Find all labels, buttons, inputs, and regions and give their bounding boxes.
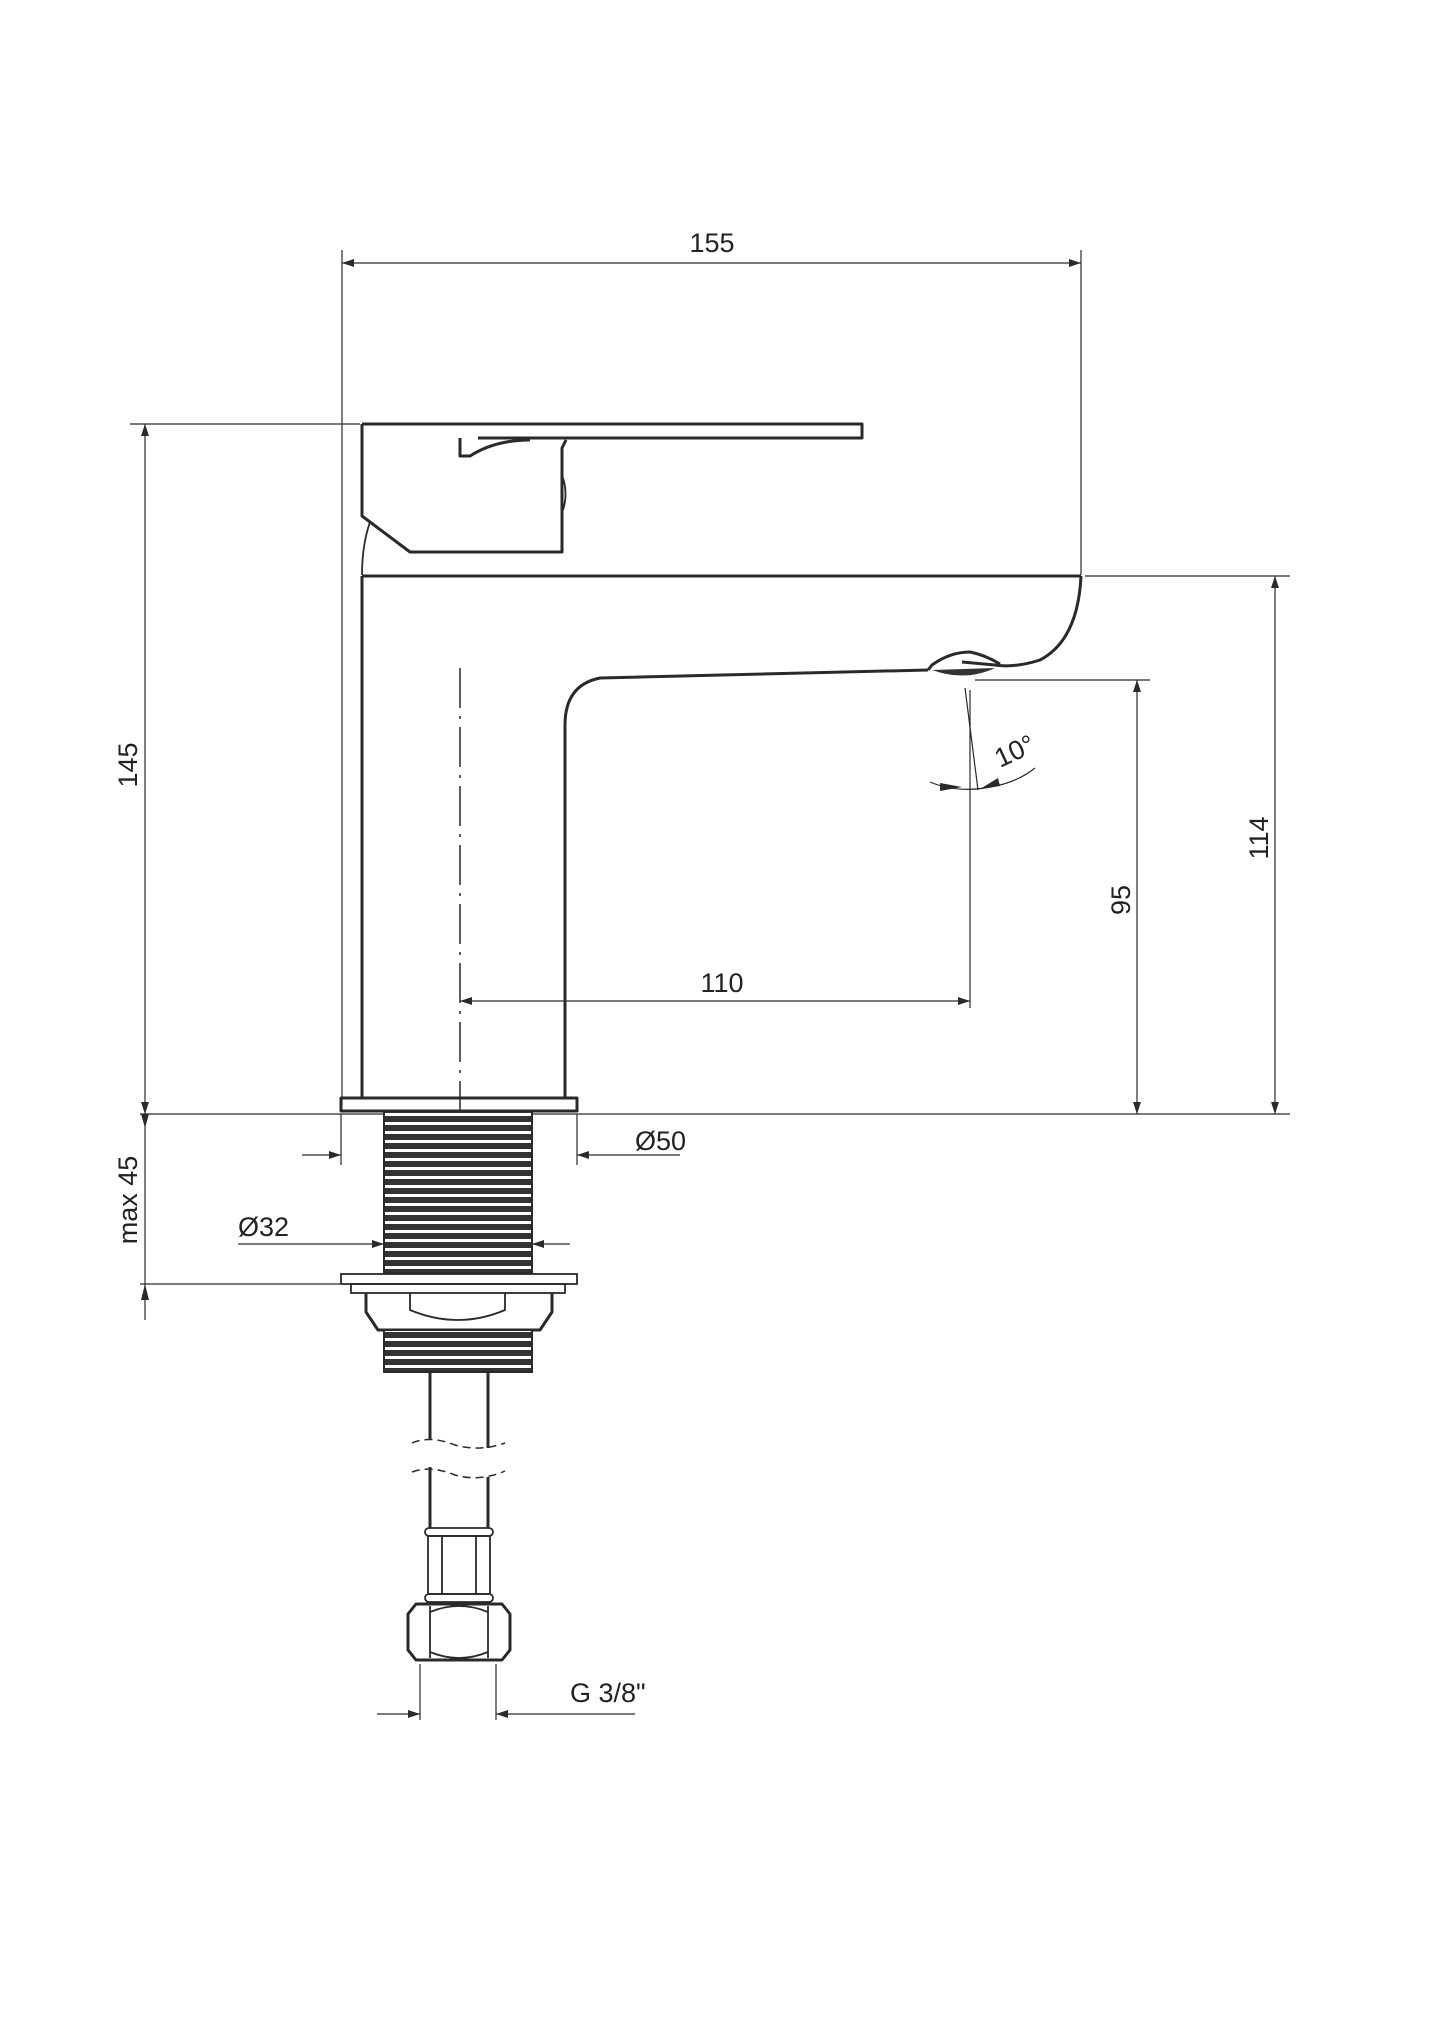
label-g38: G 3/8" [570, 1678, 646, 1708]
dim-spray-angle: 10° [929, 687, 1040, 791]
dim-spout-reach: 110 [460, 690, 971, 1008]
dim-overall-width: 155 [341, 228, 1082, 1105]
label-155: 155 [689, 228, 734, 258]
dim-base-diameter: Ø50 [302, 1114, 686, 1165]
label-110: 110 [700, 968, 743, 998]
label-d32: Ø32 [238, 1212, 289, 1242]
hose-connector [406, 1527, 512, 1662]
dim-overall-height: 145 [113, 423, 360, 1114]
dim-max-thickness: max 45 [113, 1114, 340, 1320]
label-145: 145 [113, 742, 143, 787]
lever-handle [360, 422, 864, 576]
label-10-deg: 10° [990, 729, 1040, 773]
faucet-body [360, 574, 1083, 1098]
label-max-45: max 45 [113, 1156, 143, 1245]
dim-spout-height: 114 [1085, 575, 1290, 1114]
label-d50: Ø50 [635, 1126, 686, 1156]
base-plate [339, 1096, 579, 1113]
label-95: 95 [1106, 885, 1136, 915]
dim-thread-diameter: Ø32 [238, 1212, 570, 1248]
dim-connection: G 3/8" [377, 1664, 646, 1720]
supply-hose [411, 1372, 506, 1528]
threaded-shank [383, 1110, 533, 1274]
fixing-nut-assembly [340, 1273, 578, 1373]
label-114: 114 [1244, 816, 1274, 859]
dim-outlet-height: 95 [975, 679, 1150, 1114]
